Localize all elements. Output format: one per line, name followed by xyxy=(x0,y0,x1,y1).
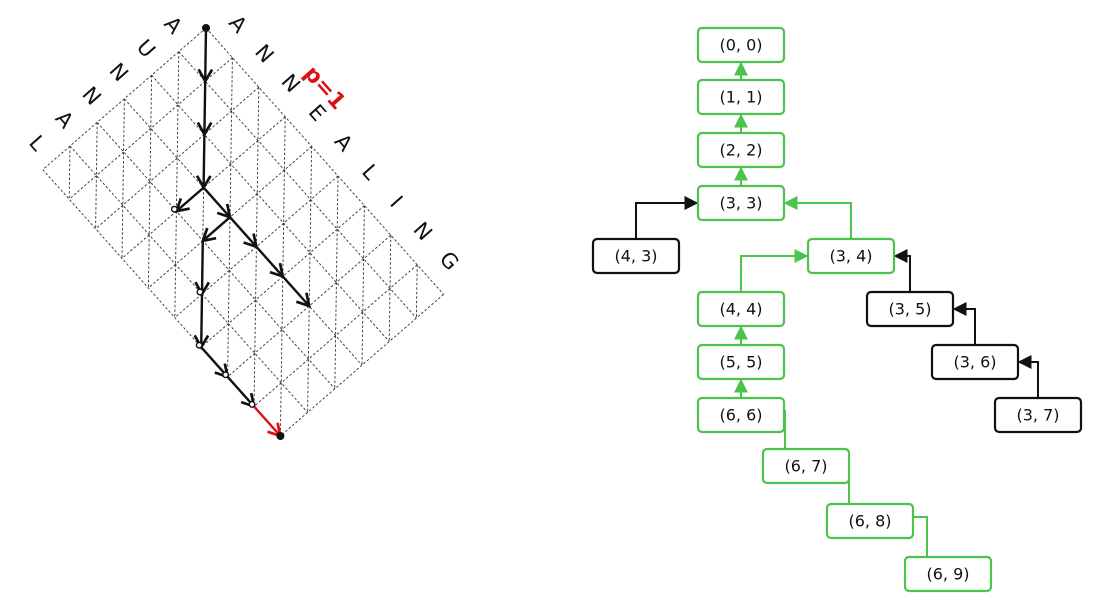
tree-node-box xyxy=(825,502,915,540)
grid-line xyxy=(205,27,444,295)
path-segment xyxy=(193,293,210,350)
tree-edge xyxy=(740,249,809,292)
tree-edge xyxy=(635,196,699,239)
tree-node: (6, 7) xyxy=(761,447,851,485)
grid-line xyxy=(124,98,363,366)
path-segment xyxy=(255,246,285,279)
tree-node-label: (4, 3) xyxy=(614,247,657,266)
tree-node-box xyxy=(696,184,786,222)
tree-edge xyxy=(913,516,928,557)
alignment-paths xyxy=(170,24,312,440)
tree-node: (4, 3) xyxy=(591,237,681,275)
path-segment xyxy=(196,81,213,138)
tree-node-box xyxy=(696,26,786,64)
tree-node-label: (3, 6) xyxy=(953,353,996,372)
tree-node: (3, 3) xyxy=(696,184,786,222)
grid-line xyxy=(151,74,390,342)
tree-node-box xyxy=(696,290,786,328)
path-segment xyxy=(195,134,212,191)
path-segment xyxy=(197,27,214,84)
tree-node-box xyxy=(591,237,681,275)
tree-node: (3, 5) xyxy=(865,290,955,328)
gap-marker xyxy=(195,341,203,349)
grid-line xyxy=(280,294,444,437)
tree-node-label: (1, 1) xyxy=(719,88,762,107)
tree-node: (1, 1) xyxy=(696,78,786,116)
grid-line xyxy=(69,145,308,413)
tree-node: (4, 4) xyxy=(696,290,786,328)
tree-node-box xyxy=(865,290,955,328)
tree-node: (3, 4) xyxy=(806,237,896,275)
tree-node-label: (3, 7) xyxy=(1016,406,1059,425)
tree-node: (2, 2) xyxy=(696,131,786,169)
gap-marker xyxy=(222,371,230,379)
tree-node-box xyxy=(696,131,786,169)
path-segment xyxy=(281,275,312,309)
path-segment xyxy=(200,346,230,379)
path-segment xyxy=(200,216,231,243)
gap-marker xyxy=(196,288,204,296)
tree-node: (6, 9) xyxy=(903,555,993,593)
tree-nodes: (0, 0) (1, 1) (2, 2) (3, 3) (4, 3) (3, 4) (4, … xyxy=(591,26,1083,593)
tree-node-label: (5, 5) xyxy=(719,353,762,372)
start-dot xyxy=(202,24,210,32)
tree-node-label: (6, 8) xyxy=(848,512,891,531)
tree-node-label: (0, 0) xyxy=(719,36,762,55)
tree-node-box xyxy=(806,237,896,275)
tree-node-label: (3, 4) xyxy=(829,247,872,266)
tree-node-label: (3, 3) xyxy=(719,194,762,213)
end-dot xyxy=(276,432,285,440)
highlight-segment xyxy=(253,405,283,439)
tree-node: (3, 7) xyxy=(993,396,1083,434)
gap-marker xyxy=(248,400,256,408)
tree-node-box xyxy=(696,343,786,381)
grid-line xyxy=(96,122,336,390)
gap-marker xyxy=(170,205,178,213)
tree-node-box xyxy=(761,447,851,485)
path-segment xyxy=(174,186,205,213)
tree-node-box xyxy=(903,555,993,593)
tree-node-box xyxy=(696,396,786,434)
tree-node-box xyxy=(696,78,786,116)
tree-edge xyxy=(952,302,976,345)
tree-node-label: (4, 4) xyxy=(719,300,762,319)
tree-node: (6, 6) xyxy=(696,396,786,434)
tree-node-label: (3, 5) xyxy=(888,300,931,319)
tree-node-label: (2, 2) xyxy=(719,141,762,160)
tree-node: (3, 6) xyxy=(930,343,1020,381)
tree-node: (5, 5) xyxy=(696,343,786,381)
tree-node-label: (6, 9) xyxy=(926,565,969,584)
tree-edge xyxy=(893,249,911,292)
tree-node-box xyxy=(993,396,1083,434)
path-segment xyxy=(229,216,259,249)
path-segment xyxy=(202,186,232,220)
path-segment xyxy=(194,240,211,297)
tree-node-label: (6, 6) xyxy=(719,406,762,425)
tree-node-box xyxy=(930,343,1020,381)
tree-node: (0, 0) xyxy=(696,26,786,64)
tree-edges xyxy=(635,61,1039,557)
tree-node-label: (6, 7) xyxy=(784,457,827,476)
tree-edge xyxy=(1017,355,1039,398)
tree-edge xyxy=(783,196,852,239)
path-segment xyxy=(226,376,256,409)
tree-node: (6, 8) xyxy=(825,502,915,540)
grid-line xyxy=(178,51,417,319)
